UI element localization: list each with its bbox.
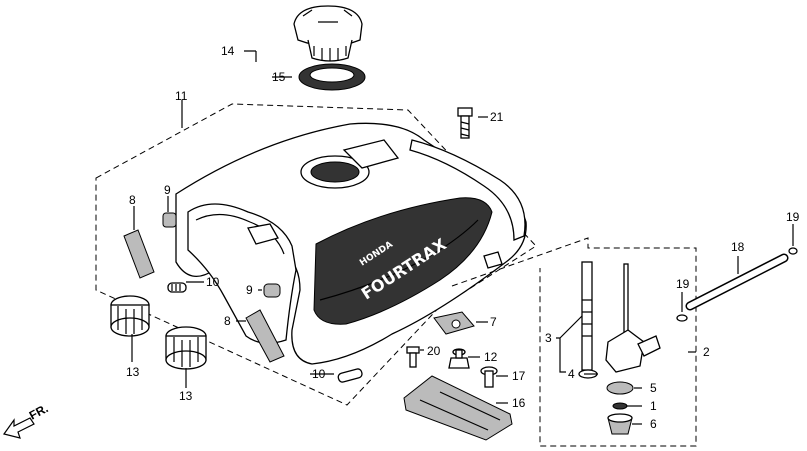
callout-9-upper: 9 [164, 183, 171, 197]
bracket-7 [433, 311, 475, 335]
callout-7: 7 [490, 315, 497, 329]
collar-12 [448, 348, 470, 369]
callout-5: 5 [650, 381, 657, 395]
callout-12: 12 [484, 350, 498, 364]
callout-1: 1 [650, 399, 657, 413]
fuel-hose-18 [685, 253, 789, 311]
callout-15: 15 [272, 70, 286, 84]
callout-13-left: 13 [126, 365, 140, 379]
callout-10-upper: 10 [206, 275, 220, 289]
callout-6: 6 [650, 417, 657, 431]
grommet-9-upper [162, 212, 177, 228]
callout-4: 4 [568, 367, 575, 381]
fuel-strainer-3 [581, 261, 593, 371]
mount-rubber-13-right [165, 326, 207, 370]
fuel-cap [293, 5, 363, 62]
bolt-17 [480, 366, 498, 388]
bolt-20 [406, 346, 420, 368]
oring-1 [612, 402, 628, 410]
cap-gasket [298, 63, 366, 91]
cushion-8-lower [245, 309, 285, 363]
fuel-valve [605, 263, 661, 373]
rear-bracket-16 [403, 375, 513, 441]
collar-10-lower [337, 368, 363, 383]
grommet-9-lower [263, 283, 281, 298]
callout-17: 17 [512, 369, 526, 383]
callout-11: 11 [175, 89, 188, 103]
fuel-tank-cover: HONDA FOURTRAX [175, 122, 527, 365]
cup-6 [607, 413, 633, 435]
bolt-21 [457, 107, 473, 139]
callout-2: 2 [703, 345, 710, 359]
petcock-group-outline [451, 237, 697, 447]
callout-18: 18 [731, 240, 745, 254]
cushion-8-upper [123, 229, 155, 279]
front-arrow-icon [2, 417, 35, 439]
callout-19-left: 19 [676, 277, 690, 291]
packing-5 [606, 381, 634, 395]
callout-3: 3 [545, 331, 552, 345]
mount-rubber-13-left [110, 295, 150, 337]
front-direction-indicator: FR. [2, 401, 50, 439]
callout-19-right: 19 [786, 210, 800, 224]
callout-8-lower: 8 [224, 314, 231, 328]
callout-8-upper: 8 [129, 193, 136, 207]
callout-13-right: 13 [179, 389, 193, 403]
hose-clip-19-left [676, 314, 688, 322]
hose-clip-19-right [788, 247, 798, 255]
callout-14: 14 [221, 44, 235, 58]
collar-10-upper [167, 282, 187, 293]
callout-10-lower: 10 [312, 367, 326, 381]
leader-lines [131, 50, 794, 425]
callout-16: 16 [512, 396, 526, 410]
callout-21: 21 [490, 110, 504, 124]
callout-9-lower: 9 [246, 283, 253, 297]
callout-20: 20 [427, 344, 441, 358]
